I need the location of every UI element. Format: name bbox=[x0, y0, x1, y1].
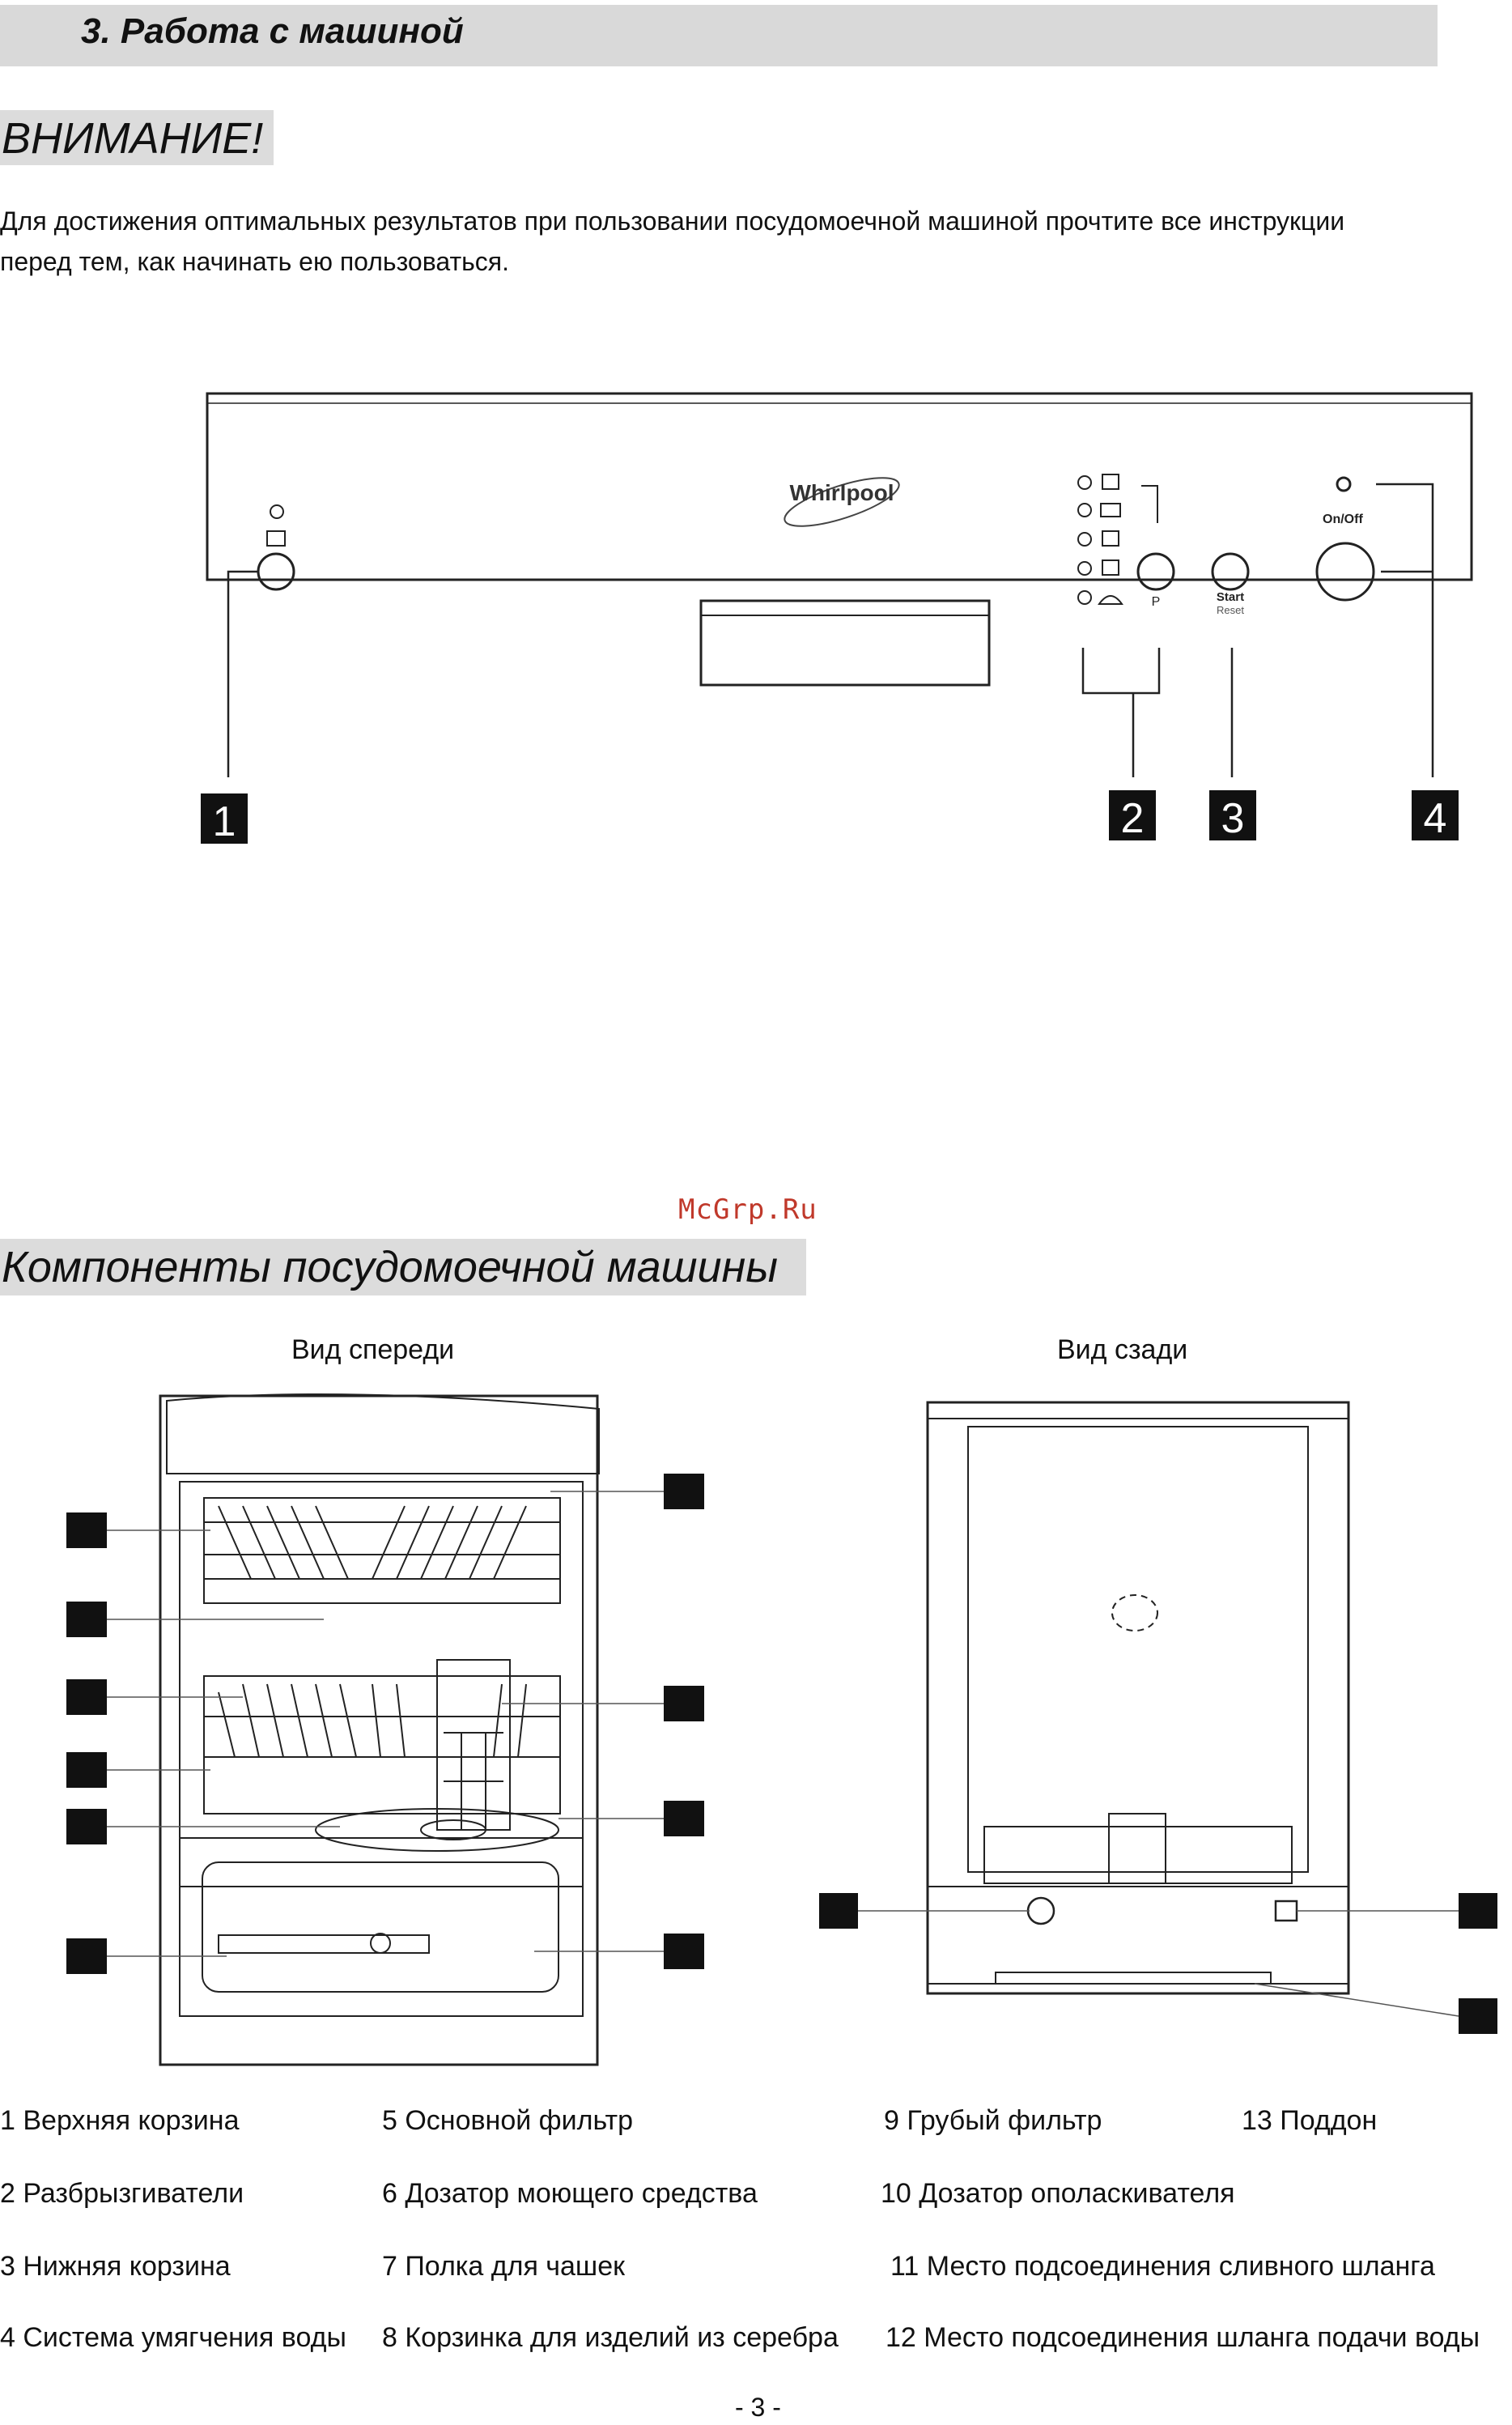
section-header-bar bbox=[0, 5, 1438, 66]
half-load-button[interactable] bbox=[257, 552, 295, 591]
legend-item-8: 8 Корзинка для изделий из серебра bbox=[382, 2322, 839, 2353]
program-button-label: P bbox=[1152, 595, 1161, 609]
components-title-bar bbox=[0, 1239, 806, 1295]
front-callout-box-8 bbox=[664, 1686, 704, 1721]
legend-item-11: 11 Место подсоединения сливного шланга bbox=[890, 2251, 1435, 2282]
legend-item-3: 3 Нижняя корзина bbox=[0, 2251, 231, 2282]
legend-item-5: 5 Основной фильтр bbox=[382, 2105, 634, 2136]
front-callout-box-3 bbox=[66, 1679, 107, 1715]
page-number: - 3 - bbox=[735, 2393, 781, 2422]
upper-basket bbox=[203, 1497, 561, 1604]
open-door bbox=[179, 1837, 584, 2017]
legend-item-10: 10 Дозатор ополаскивателя bbox=[881, 2178, 1235, 2209]
rear-hole bbox=[1111, 1594, 1158, 1632]
legend-item-1: 1 Верхняя корзина bbox=[0, 2105, 240, 2136]
lower-basket bbox=[203, 1659, 561, 1831]
program-light-2 bbox=[1077, 503, 1092, 517]
legend-item-7: 7 Полка для чашек bbox=[382, 2251, 625, 2282]
water-inlet-connection bbox=[1274, 1900, 1298, 1922]
front-callout-box-1 bbox=[66, 1512, 107, 1548]
front-view-diagram bbox=[66, 1393, 704, 2066]
program-icon-1 bbox=[1102, 474, 1119, 490]
start-label: Start bbox=[1217, 590, 1244, 604]
front-callout-box-4 bbox=[66, 1752, 107, 1788]
program-light-3 bbox=[1077, 532, 1092, 547]
warning-title: ВНИМАНИЕ! bbox=[2, 114, 264, 163]
program-button[interactable] bbox=[1136, 552, 1175, 591]
program-light-1 bbox=[1077, 475, 1092, 490]
callout-box-3 bbox=[1209, 790, 1256, 840]
brand-logo: Whirlpool bbox=[789, 480, 894, 505]
rinse-aid-dispenser bbox=[370, 1933, 391, 1954]
program-icon-3 bbox=[1102, 530, 1119, 547]
rear-base-cover bbox=[983, 1826, 1293, 1884]
front-callout-box-5 bbox=[66, 1809, 107, 1844]
salt-indicator-light bbox=[270, 504, 284, 519]
lower-spray-arm bbox=[315, 1808, 559, 1852]
front-view-label: Вид спереди bbox=[291, 1334, 455, 1365]
legend-item-13: 13 Поддон bbox=[1242, 2105, 1378, 2136]
program-light-4 bbox=[1077, 561, 1092, 576]
reset-label: Reset bbox=[1217, 604, 1244, 616]
program-icon-5 bbox=[1098, 595, 1123, 605]
door-handle bbox=[699, 599, 991, 687]
legend-item-9: 9 Грубый фильтр bbox=[884, 2105, 1102, 2136]
power-indicator-light bbox=[1336, 476, 1352, 492]
rear-panel bbox=[967, 1426, 1309, 1873]
drain-hose-connection bbox=[1026, 1896, 1055, 1925]
salt-icon bbox=[266, 530, 286, 547]
warning-text-line-2: перед тем, как начинать ею пользоваться. bbox=[0, 247, 509, 276]
filter bbox=[420, 1819, 486, 1840]
callout-box-2 bbox=[1109, 790, 1156, 840]
rear-cabinet-outline bbox=[926, 1401, 1350, 1995]
callout-number-4: 4 bbox=[1424, 795, 1447, 842]
rear-view-label: Вид сзади bbox=[1057, 1334, 1188, 1365]
rear-callout-box-1 bbox=[819, 1893, 858, 1929]
control-panel-outline bbox=[206, 392, 1473, 581]
front-cabinet-outline bbox=[159, 1394, 599, 2066]
front-callout-box-2 bbox=[66, 1602, 107, 1637]
rear-callout-box-3 bbox=[1459, 1998, 1497, 2034]
warning-title-bar bbox=[0, 110, 274, 165]
rear-callout-box-2 bbox=[1459, 1893, 1497, 1929]
tub-interior bbox=[179, 1481, 584, 1887]
components-title: Компоненты посудомоечной машины bbox=[2, 1243, 778, 1291]
control-panel-diagram: Whirlpool On/Off P Start Reset 1 2 3 4 bbox=[201, 392, 1473, 845]
legend-item-2: 2 Разбрызгиватели bbox=[0, 2178, 244, 2209]
base-tray bbox=[995, 1972, 1272, 1985]
front-callout-box-10 bbox=[664, 1934, 704, 1969]
callout-box-1 bbox=[201, 793, 248, 844]
detergent-dispenser bbox=[218, 1934, 430, 1954]
watermark: McGrp.Ru bbox=[678, 1193, 818, 1226]
program-light-5 bbox=[1077, 590, 1092, 605]
front-callout-box-9 bbox=[664, 1801, 704, 1836]
on-off-button[interactable] bbox=[1315, 542, 1375, 602]
brand-logo-swoosh bbox=[784, 477, 900, 527]
section-title: 3. Работа с машиной bbox=[81, 11, 464, 51]
worktop bbox=[166, 1393, 600, 1474]
cutlery-basket bbox=[436, 1659, 511, 1831]
program-icon-2 bbox=[1100, 503, 1121, 517]
callout-number-2: 2 bbox=[1121, 795, 1145, 842]
callout-number-3: 3 bbox=[1221, 795, 1245, 842]
warning-text-line-1: Для достижения оптимальных результатов п… bbox=[0, 206, 1345, 236]
legend-item-4: 4 Система умягчения воды bbox=[0, 2322, 346, 2353]
warning-text: Для достижения оптимальных результатов п… bbox=[0, 201, 1510, 282]
legend-item-6: 6 Дозатор моющего средства bbox=[382, 2178, 758, 2209]
callout-number-1: 1 bbox=[213, 798, 236, 845]
start-reset-button[interactable] bbox=[1211, 552, 1250, 591]
legend-item-12: 12 Место подсоединения шланга подачи вод… bbox=[886, 2322, 1480, 2353]
program-icon-4 bbox=[1102, 559, 1119, 576]
front-callout-box-7 bbox=[664, 1474, 704, 1509]
on-off-label: On/Off bbox=[1323, 513, 1363, 526]
callout-box-4 bbox=[1412, 790, 1459, 840]
rear-view-diagram bbox=[819, 1401, 1497, 2034]
front-callout-box-6 bbox=[66, 1938, 107, 1974]
